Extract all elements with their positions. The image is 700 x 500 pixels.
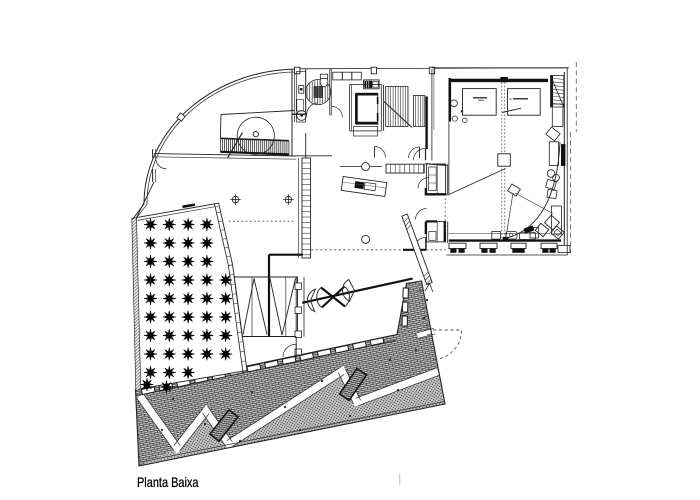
svg-text:Planta Baixa: Planta Baixa [137,475,199,490]
